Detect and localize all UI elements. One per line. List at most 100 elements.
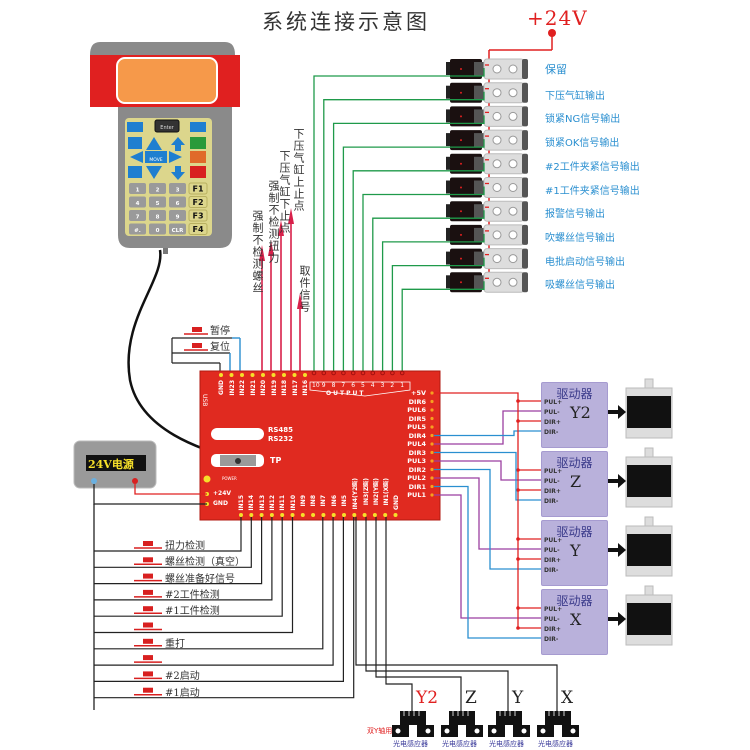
key-f4[interactable]: [188, 223, 208, 235]
key-5[interactable]: [149, 196, 166, 208]
output-pin[interactable]: [390, 370, 395, 376]
right-pin[interactable]: [430, 442, 434, 446]
right-pin[interactable]: [430, 416, 434, 421]
input-button[interactable]: [134, 638, 162, 647]
output-pin[interactable]: [341, 370, 346, 376]
output-pin[interactable]: [350, 370, 356, 376]
right-pin[interactable]: [430, 467, 434, 472]
key-1[interactable]: [129, 183, 146, 194]
top-pin[interactable]: [303, 373, 307, 377]
input-button[interactable]: [134, 589, 162, 598]
right-pin[interactable]: [430, 425, 434, 429]
input-button[interactable]: [134, 622, 162, 631]
output-pin[interactable]: [380, 370, 385, 376]
rs485-port[interactable]: [211, 428, 264, 440]
rotate-ccw-key[interactable]: [128, 137, 142, 149]
bottom-pin[interactable]: [352, 513, 357, 517]
top-pin[interactable]: [261, 373, 265, 377]
x-minus-key[interactable]: [130, 151, 143, 163]
key-f1[interactable]: [188, 182, 208, 195]
input-button[interactable]: [134, 671, 162, 680]
y-plus-key[interactable]: [146, 137, 162, 150]
bottom-pin[interactable]: [300, 513, 305, 517]
key-3[interactable]: [169, 183, 186, 194]
z-plus-key[interactable]: [171, 137, 185, 145]
output-pin[interactable]: [311, 370, 317, 376]
key-0[interactable]: [149, 223, 166, 235]
key-clr[interactable]: [169, 223, 186, 235]
right-pin[interactable]: [430, 391, 434, 395]
input-button[interactable]: [134, 541, 162, 549]
output-pin[interactable]: [370, 370, 376, 376]
bottom-pin[interactable]: [362, 513, 367, 517]
output-pin[interactable]: [321, 370, 327, 376]
right-pin[interactable]: [430, 450, 434, 455]
run-key[interactable]: [190, 137, 206, 149]
x-plus-key[interactable]: [169, 151, 182, 163]
top-pin[interactable]: [219, 373, 223, 377]
input-button[interactable]: [134, 687, 162, 696]
output-pin[interactable]: [399, 370, 405, 376]
key-6[interactable]: [169, 196, 186, 208]
bottom-pin[interactable]: [393, 513, 398, 517]
right-pin[interactable]: [430, 433, 434, 438]
bottom-pin[interactable]: [321, 513, 326, 517]
top-pin[interactable]: [292, 373, 297, 377]
reset-button[interactable]: [184, 343, 208, 351]
bottom-pin[interactable]: [290, 513, 295, 517]
bottom-pin[interactable]: [331, 513, 336, 517]
pause-button[interactable]: [184, 327, 208, 335]
psu-positive-terminal[interactable]: [132, 478, 138, 484]
right-pin[interactable]: [430, 476, 434, 480]
top-pin[interactable]: [240, 373, 244, 377]
key-9[interactable]: [169, 210, 186, 221]
key-2[interactable]: [149, 183, 166, 194]
psu-negative-terminal[interactable]: [91, 478, 97, 484]
bottom-pin[interactable]: [239, 513, 243, 517]
key-4[interactable]: [129, 196, 146, 208]
key-8[interactable]: [149, 210, 166, 221]
pulse-wire: [434, 460, 541, 481]
key-f2[interactable]: [188, 196, 208, 208]
right-pin[interactable]: [430, 408, 434, 412]
key-f3[interactable]: [188, 209, 208, 222]
right-pin[interactable]: [430, 493, 434, 497]
top-pin[interactable]: [271, 373, 276, 377]
reset-key[interactable]: [190, 166, 206, 178]
bottom-pin-label: IN9: [299, 495, 307, 507]
key-[interactable]: [129, 223, 146, 235]
bottom-pin[interactable]: [259, 513, 264, 517]
right-pin[interactable]: [430, 459, 434, 463]
bottom-pin[interactable]: [311, 513, 316, 517]
bottom-pin[interactable]: [383, 513, 388, 517]
enter-key[interactable]: [154, 119, 180, 133]
bottom-pin[interactable]: [372, 513, 377, 517]
top-pin[interactable]: [229, 373, 234, 377]
y-minus-key[interactable]: [146, 166, 162, 179]
output-pin[interactable]: [331, 370, 336, 376]
rotate-cw-key[interactable]: [128, 166, 142, 178]
input-arrow-head: [259, 245, 265, 261]
input-button[interactable]: [134, 606, 162, 614]
softkey-left[interactable]: [127, 122, 143, 132]
right-pin[interactable]: [430, 484, 434, 489]
output-pin[interactable]: [360, 370, 366, 376]
z-minus-key[interactable]: [171, 172, 185, 180]
move-key[interactable]: [145, 151, 167, 163]
key-label: CLR: [172, 228, 185, 234]
bottom-pin[interactable]: [269, 513, 274, 517]
top-pin[interactable]: [250, 373, 255, 377]
top-pin[interactable]: [282, 373, 286, 377]
key-7[interactable]: [129, 210, 146, 221]
bottom-pin[interactable]: [249, 513, 254, 517]
input-button[interactable]: [134, 573, 162, 582]
pause-key[interactable]: [190, 151, 206, 163]
bottom-pin[interactable]: [342, 513, 346, 517]
right-pin[interactable]: [430, 399, 434, 404]
softkey-right[interactable]: [190, 122, 206, 132]
input-button[interactable]: [134, 655, 162, 663]
input-button[interactable]: [134, 557, 162, 566]
bottom-pin[interactable]: [280, 513, 285, 517]
